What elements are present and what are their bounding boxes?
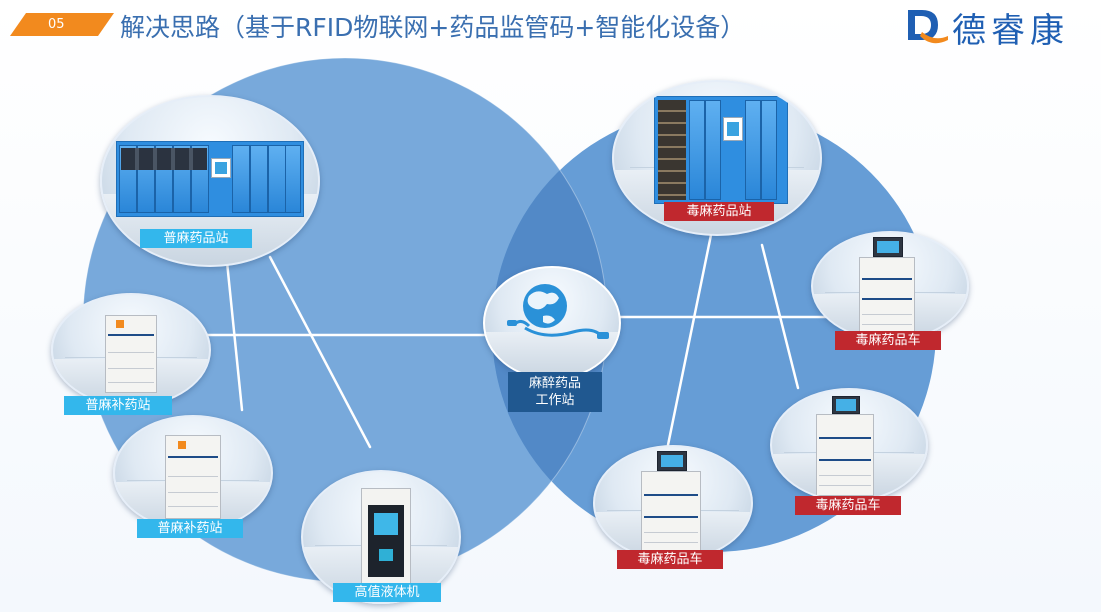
narcotic-cart-node-3[interactable] (593, 445, 753, 561)
page-title: 解决思路（基于RFID物联网+药品监管码+智能化设备） (120, 13, 746, 42)
supply-cart-icon (165, 435, 221, 519)
logo-text: 德睿康 (952, 11, 1069, 51)
liquid-kiosk-icon (361, 488, 411, 590)
narcotic-cart-label-2: 毒麻药品车 (795, 496, 901, 515)
narcotic-cart-label-1: 毒麻药品车 (835, 331, 941, 350)
narcotic-drug-station-node[interactable] (612, 80, 822, 236)
narcotic-drug-station-label: 毒麻药品站 (664, 202, 774, 221)
company-logo-icon (908, 10, 948, 44)
link-station-supply2 (225, 260, 244, 412)
link-narcotic-cart2 (760, 243, 800, 390)
general-supply-station-node-2[interactable] (113, 415, 273, 531)
hub-label-line1: 麻醉药品 (528, 376, 581, 391)
section-number: 05 (48, 17, 65, 32)
narcotic-cart-icon (816, 414, 874, 496)
globe-network-icon (507, 284, 609, 339)
drug-cabinet-icon (116, 141, 304, 217)
general-drug-station-label: 普麻药品站 (140, 229, 252, 248)
link-narcotic-cart3 (666, 228, 714, 447)
section-badge (10, 13, 114, 36)
narcotic-cart-node-1[interactable] (811, 231, 969, 341)
general-supply-station-label-1: 普麻补药站 (64, 396, 172, 415)
link-station-liquid (268, 255, 372, 449)
anesthesia-workstation-label: 麻醉药品 工作站 (508, 372, 602, 412)
hub-label-line2: 工作站 (535, 393, 575, 408)
narcotic-cart-icon (859, 257, 915, 335)
general-supply-station-node-1[interactable] (51, 293, 211, 407)
narcotic-cart-icon (641, 471, 701, 553)
anesthesia-workstation-hub[interactable] (483, 266, 621, 380)
supply-cart-icon (105, 315, 157, 393)
liquid-machine-label: 高值液体机 (333, 583, 441, 602)
cart-monitor-icon (832, 396, 860, 414)
narcotic-cart-label-3: 毒麻药品车 (617, 550, 723, 569)
cart-monitor-icon (873, 237, 903, 257)
narcotic-cabinet-icon (654, 96, 788, 204)
connection-lines (206, 228, 830, 449)
cart-monitor-icon (657, 451, 687, 471)
general-supply-station-label-2: 普麻补药站 (137, 519, 243, 538)
narcotic-cart-node-2[interactable] (770, 388, 928, 502)
